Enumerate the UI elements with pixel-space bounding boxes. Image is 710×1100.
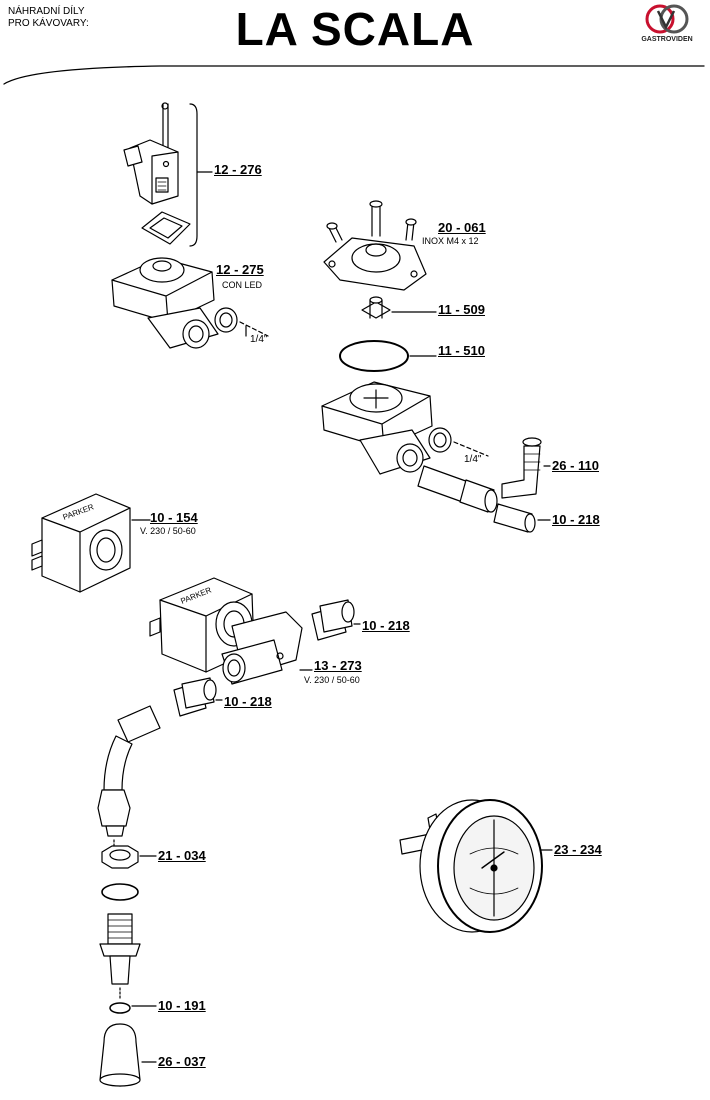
header-subtitle-line1: NÁHRADNÍ DÍLY [8, 6, 85, 17]
part-code: 26 - 037 [158, 1054, 206, 1069]
part-code: 11 - 510 [438, 343, 485, 358]
logo-rings-icon [645, 4, 689, 34]
part-code: 26 - 110 [552, 458, 599, 473]
header-divider [3, 65, 705, 85]
header-subtitle-line2: PRO KÁVOVARY: [8, 18, 89, 29]
stem-part [99, 913, 141, 1001]
pipe-assembly-part [97, 705, 161, 849]
pressure-gauge-part [399, 799, 553, 933]
fitting-part-lower [173, 677, 223, 717]
part-code: 10 - 191 [158, 998, 206, 1013]
coil-part: PARKER [31, 493, 151, 593]
part-code: 10 - 218 [552, 512, 600, 527]
part-code: 12 - 275 [216, 262, 264, 277]
brand-logo: GASTROVIDEN [636, 2, 698, 52]
part-note: INOX M4 x 12 [422, 236, 479, 246]
seal-part [361, 296, 437, 319]
part-code: 23 - 234 [554, 842, 602, 857]
part-code: 10 - 154 [150, 510, 198, 525]
page-title: LA SCALA [235, 3, 475, 55]
part-code: 20 - 061 [438, 220, 486, 235]
fitting-size-label: 1/4" [464, 454, 482, 465]
part-note: V. 230 / 50-60 [304, 675, 360, 685]
washer-part [101, 883, 139, 901]
part-code: 13 - 273 [314, 658, 362, 673]
gasket-part [141, 211, 191, 245]
valve-body-part [111, 257, 269, 349]
oring-part [339, 340, 409, 372]
part-note: CON LED [222, 280, 263, 290]
header-subtitle: NÁHRADNÍ DÍLY PRO KÁVOVARY: [8, 6, 89, 30]
logo-text: GASTROVIDEN [641, 36, 693, 43]
small-oring-part [109, 1002, 131, 1014]
fitting-part-middle [311, 599, 361, 641]
part-note: V. 230 / 50-60 [140, 526, 196, 536]
fitting-part-right [417, 465, 551, 533]
part-code: 12 - 276 [214, 162, 262, 177]
elbow-part [501, 437, 551, 499]
fitting-size-label: 1/4" [250, 334, 268, 345]
group-bracket [189, 103, 198, 247]
nut-part [101, 845, 157, 869]
solenoid-connector-part [123, 102, 179, 205]
solenoid-valve-part: PARKER [149, 577, 313, 685]
part-code: 11 - 509 [438, 302, 485, 317]
part-code: 21 - 034 [158, 848, 206, 863]
part-code: 10 - 218 [362, 618, 410, 633]
flange-part [323, 237, 427, 291]
valve-body-part-2 [321, 381, 489, 475]
cap-part [99, 1023, 157, 1087]
screws-part [326, 200, 417, 243]
part-code: 10 - 218 [224, 694, 272, 709]
